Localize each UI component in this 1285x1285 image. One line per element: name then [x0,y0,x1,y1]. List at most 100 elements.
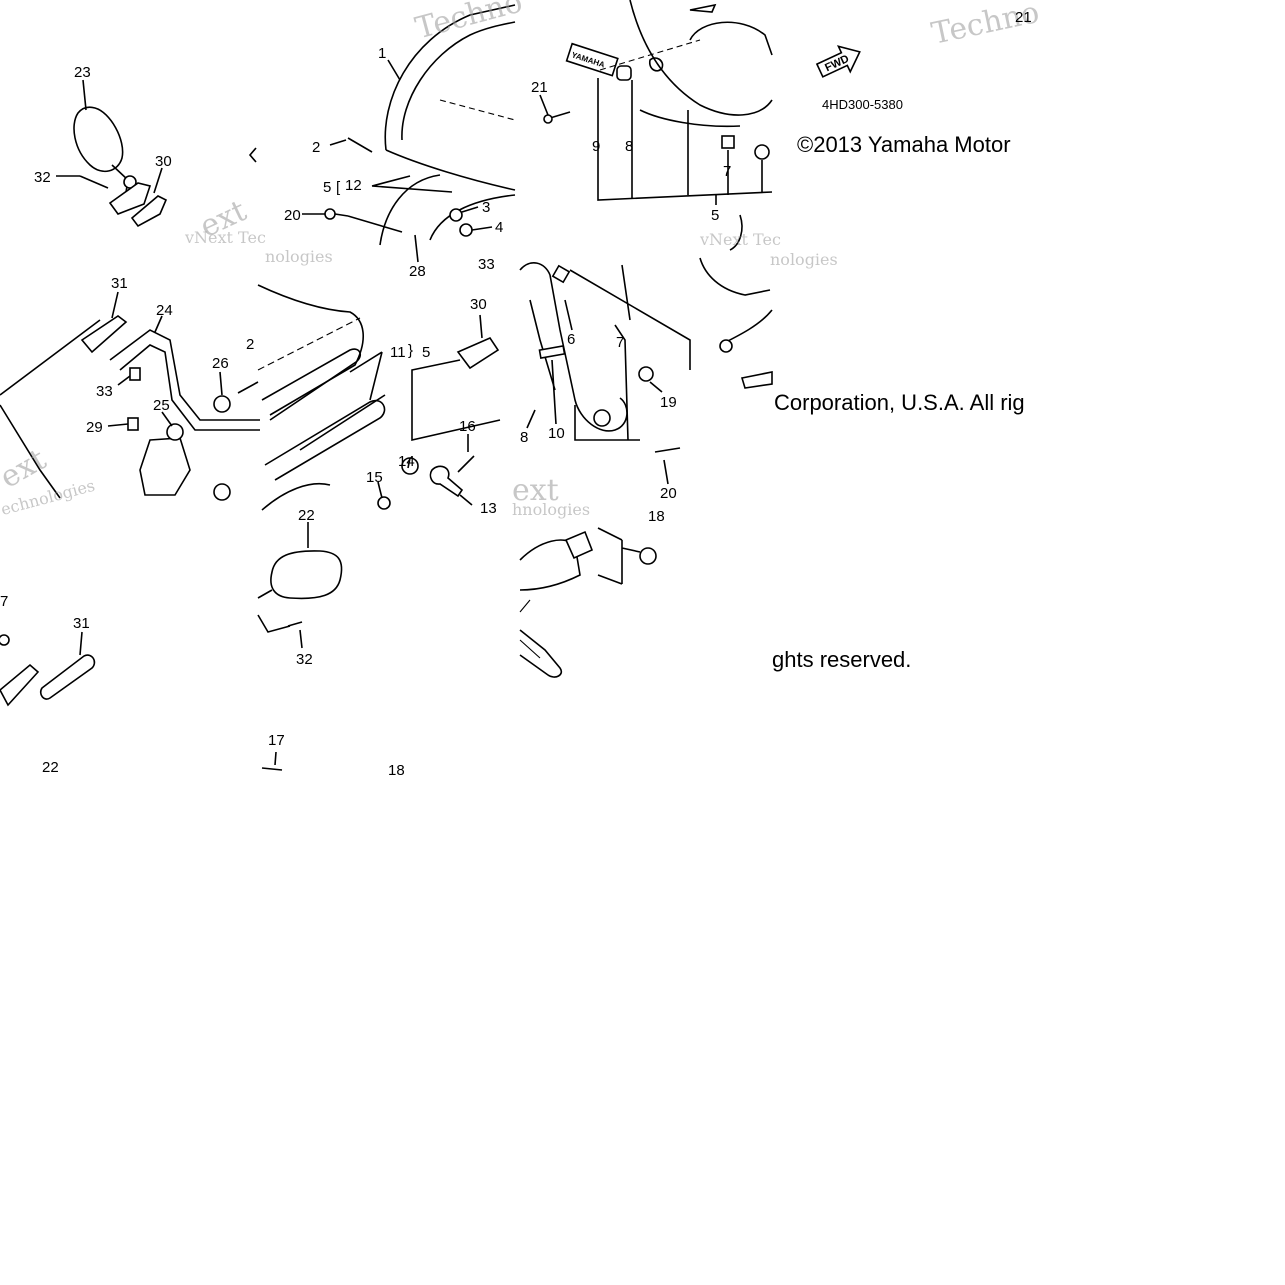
leader-26 [219,371,223,396]
watermark: nologies [265,247,333,266]
plate-lower [0,663,40,707]
panel-lower-2 [299,394,386,451]
callout-31b: 31 [73,615,90,632]
stay-24 [109,329,260,421]
bolt-head [324,208,336,220]
panel-11 [261,348,362,421]
watermark: vNext Tec [699,230,781,249]
callout-8: 8 [625,138,633,155]
grommet-8 [616,65,632,81]
windshield-inner [401,21,516,141]
copyright-line-3: ghts reserved. [772,647,912,672]
callout-17: 17 [268,732,285,749]
callout-20: 20 [284,207,301,224]
watermark: ext [512,473,559,508]
tile-mirror-assembly: 23 32 30 vNext Tec ext [34,64,266,247]
leader-4 [471,226,493,231]
callout-2b: 2 [246,336,254,353]
callout-11-brace: } [408,342,413,359]
nut-7 [0,634,10,646]
callout-15: 15 [366,469,383,486]
fairing-outline [629,0,773,116]
watermark: hnologies [512,500,590,519]
callout-33b: 33 [96,383,113,400]
screw-21-head [543,114,553,124]
tile-mirror-22: 22 32 17 18 [257,507,405,779]
end-cap [719,339,733,353]
bracket-bottom [597,78,773,201]
callout-6: 6 [567,331,575,348]
screw-16 [457,455,475,473]
leader-17 [274,751,277,766]
callout-16: 16 [459,418,476,435]
callout-22: 22 [42,759,59,776]
callout-32b: 32 [296,651,313,668]
bracket-30 [456,336,500,370]
mirror-screw [79,175,109,189]
tile-fairing-emblem: YAMAHA 21 9 8 7 5 vNext Tec nologies [531,0,838,269]
callout-4: 4 [495,219,503,236]
callout-24: 24 [156,302,173,319]
callout-5c: 5 [422,344,430,361]
dashed-leader [599,39,701,71]
panel-lower [264,399,386,481]
bolt-29 [127,417,139,431]
callout-29: 29 [86,419,103,436]
callout-19: 19 [660,394,677,411]
clip-6 [551,264,571,284]
grommet-lower [593,409,611,427]
leader-30 [153,167,163,194]
callout-7: 7 [723,163,731,180]
leader-32b [299,629,303,649]
diagram-code: 4HD300-5380 [822,97,903,112]
leader-7b [614,324,629,441]
leader-11 [349,351,383,401]
leader-29 [107,423,129,427]
leader-2 [329,139,347,146]
callout-21: 21 [531,79,548,96]
screw-21 [549,111,571,119]
mirror-head [73,106,124,173]
callout-22b: 22 [298,507,315,524]
tile-lower-stay: 7 31 22 [0,593,96,776]
callout-32: 32 [34,169,51,186]
leader-19 [649,381,663,393]
brace-inner [529,299,556,391]
brace-bracket [564,530,594,560]
callout-30b: 30 [470,296,487,313]
callout-30: 30 [155,153,172,170]
clip-7 [721,135,735,149]
copyright-line-2: Corporation, U.S.A. All rig [774,390,1025,415]
callout-33: 33 [478,256,495,273]
bolt-20 [334,213,349,217]
windshield-base [385,149,516,191]
callout-3: 3 [482,199,490,216]
leader-21 [539,94,549,116]
callout-2: 2 [312,139,320,156]
leader-12 [371,175,453,193]
callout-18: 18 [388,762,405,779]
leader-31b [79,631,83,656]
windshield [384,4,516,151]
bolt-15 [377,496,391,510]
callout-14: 14 [398,453,415,470]
frame-line-2 [0,319,101,396]
screw-2x [237,381,259,394]
leader-25 [161,411,173,427]
stay-24-inner [119,344,260,431]
callout-1: 1 [378,45,386,62]
tile-inner-panels: 11 } 5 30 16 14 15 13 [257,284,501,517]
watermark: vNext Tec [184,228,266,247]
mirror-22 [270,550,343,600]
fragment-bracket [248,147,257,163]
brace-leg [519,629,563,678]
fairing-lower [639,109,741,128]
callout-25: 25 [153,397,170,414]
callout-23: 23 [74,64,91,81]
fairing-hole [648,57,664,72]
leader-18-lines [597,527,641,585]
mirror-gasket [130,195,168,228]
leader-8b [526,409,536,429]
tile-lower-brace: 18 [519,508,665,678]
damper-25 [166,423,184,441]
